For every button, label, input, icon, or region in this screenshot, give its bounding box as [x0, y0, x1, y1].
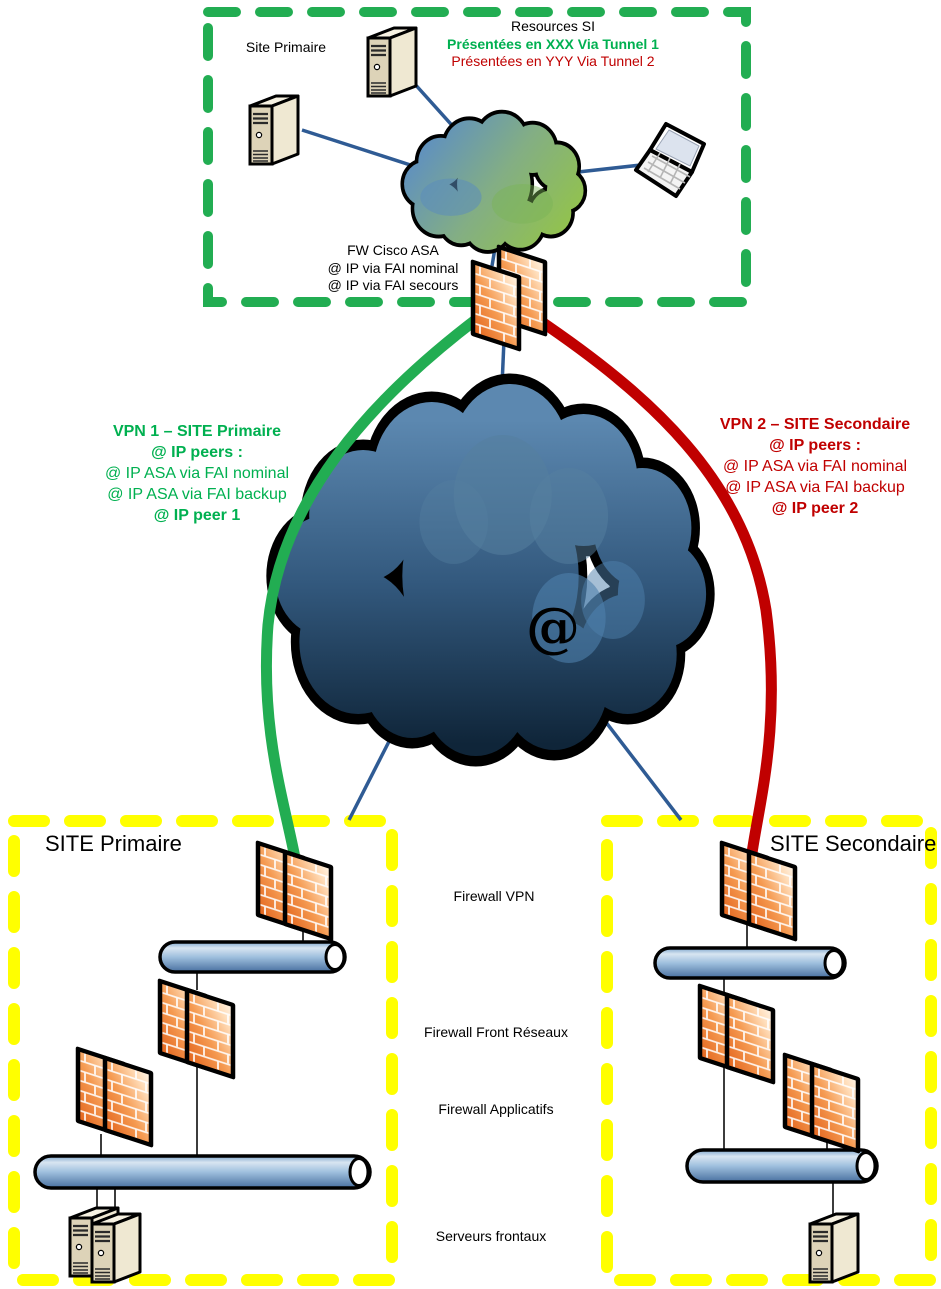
ethernet-segment — [33, 1154, 372, 1190]
internet-at-symbol: @ — [526, 595, 580, 659]
firewall-vpn-secondary-icon — [722, 843, 795, 939]
ethernet-segment — [685, 1148, 879, 1184]
vpn1-peer-backup: @ IP ASA via FAI backup — [107, 486, 287, 503]
vpn2-peer-nominal: @ IP ASA via FAI nominal — [722, 458, 908, 475]
vpn2-label-block: VPN 2 – SITE Secondaire @ IP peers : @ I… — [720, 414, 910, 519]
vpn2-peer-backup: @ IP ASA via FAI backup — [725, 479, 905, 496]
vpn1-peer-nominal: @ IP ASA via FAI nominal — [104, 465, 290, 482]
vpn2-tunnel-curve — [530, 312, 777, 866]
lan-cloud-icon — [404, 114, 584, 250]
server-icon — [808, 1212, 860, 1284]
tunnel2-label: Présentées en YYY Via Tunnel 2 — [451, 53, 655, 69]
firewall-front-primary-icon — [160, 981, 233, 1077]
tunnel1-label: Présentées en XXX Via Tunnel 1 — [447, 35, 659, 52]
resources-si-label: Resources SI — [510, 18, 596, 34]
firewall-front-secondary-icon — [700, 986, 773, 1082]
site-secondary-box — [601, 815, 937, 1286]
site-primary-title: SITE Primaire — [45, 831, 182, 856]
firewall-cisco-asa-icon — [473, 247, 545, 349]
layer-label-firewall-vpn: Firewall VPN — [453, 888, 535, 904]
layer-label-firewall-front: Firewall Front Réseaux — [424, 1024, 568, 1040]
ethernet-segments — [33, 940, 879, 1190]
server-icon — [248, 94, 300, 166]
vpn2-peers-heading: @ IP peers : — [769, 437, 861, 454]
firewall-app-secondary-icon — [785, 1055, 858, 1151]
vpn2-title: VPN 2 – SITE Secondaire — [719, 416, 911, 433]
fw-cisco-asa-name: FW Cisco ASA — [347, 242, 439, 258]
site-primary-box — [8, 815, 398, 1286]
vpn2-peer-id: @ IP peer 2 — [771, 500, 859, 517]
laptop-icon — [634, 122, 706, 198]
internet-cloud-icon — [275, 384, 706, 756]
vpn1-tunnel-curve — [260, 312, 484, 864]
ethernet-segment — [158, 940, 347, 974]
site-primaire-label: Site Primaire — [245, 39, 327, 55]
server-icon — [366, 26, 418, 98]
fw-cisco-asa-label-block: FW Cisco ASA @ IP via FAI nominal @ IP v… — [328, 242, 459, 295]
site-secondary-title: SITE Secondaire — [770, 831, 937, 856]
resources-block: Resources SI Présentées en XXX Via Tunne… — [447, 18, 659, 71]
firewall-vpn-primary-icon — [258, 843, 331, 939]
firewall-app-primary-icon — [78, 1049, 151, 1145]
server-icon — [90, 1212, 142, 1284]
fw-asa-ip-secours: @ IP via FAI secours — [327, 277, 459, 293]
layer-label-serveurs-frontaux: Serveurs frontaux — [435, 1228, 547, 1244]
vpn1-label-block: VPN 1 – SITE Primaire @ IP peers : @ IP … — [105, 421, 289, 526]
ethernet-segment — [653, 946, 847, 980]
vpn1-title: VPN 1 – SITE Primaire — [112, 423, 282, 440]
fw-asa-ip-nominal: @ IP via FAI nominal — [327, 259, 459, 276]
vpn1-peer-id: @ IP peer 1 — [153, 507, 241, 524]
layer-label-firewall-app: Firewall Applicatifs — [438, 1101, 554, 1117]
vpn1-peers-heading: @ IP peers : — [151, 444, 243, 461]
